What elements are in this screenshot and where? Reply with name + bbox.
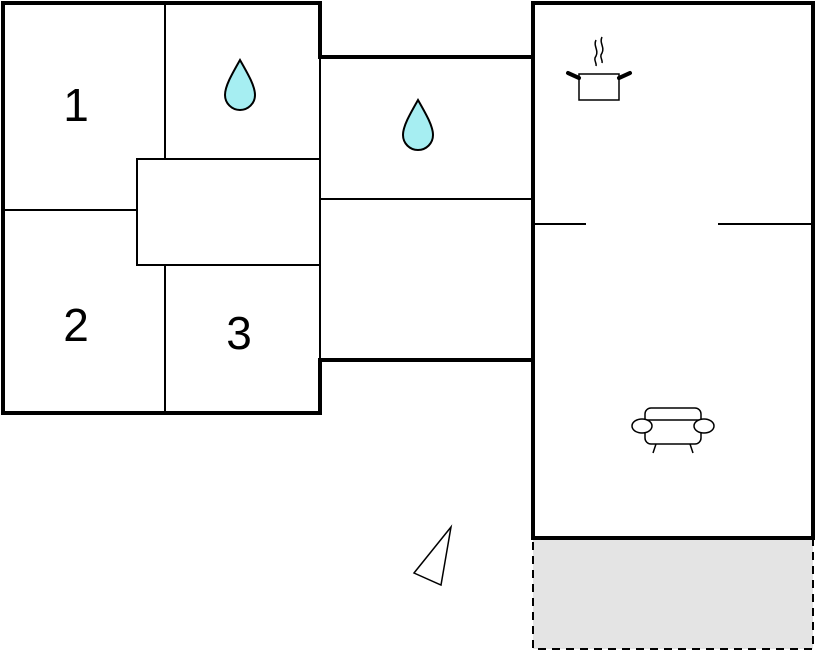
room-label-2: 2 (63, 299, 89, 351)
north-arrow-icon (412, 524, 453, 587)
room-label-1: 1 (63, 79, 89, 131)
inner-walls (4, 4, 812, 412)
armchair-icon (631, 407, 715, 454)
water-drop-icon (223, 57, 257, 111)
water-drop-icon (401, 97, 435, 151)
room-label-3: 3 (226, 307, 252, 359)
cooking-pot-icon (566, 36, 632, 101)
terrace-area (532, 537, 814, 650)
outer-walls (1, 1, 815, 540)
